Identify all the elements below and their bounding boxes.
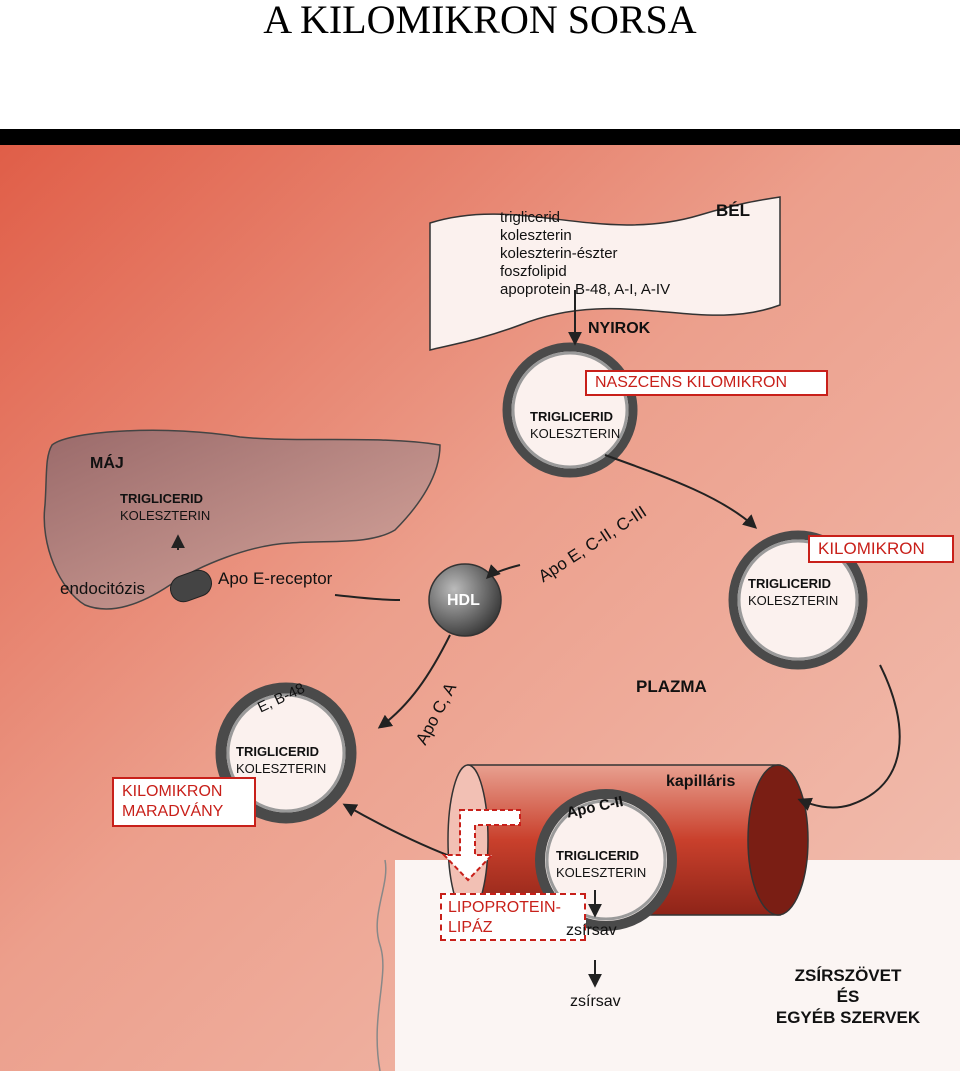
tissues-label: ZSÍRSZÖVET ÉS EGYÉB SZERVEK <box>758 965 938 1028</box>
lipase-label: LIPOPROTEIN- LIPÁZ <box>440 893 586 941</box>
hdl-label: HDL <box>447 592 480 609</box>
remnant-label-line: MARADVÁNY <box>122 803 224 820</box>
capillary-label: kapilláris <box>666 773 736 790</box>
flow-arrows <box>171 290 901 988</box>
nascent-content: TRIGLICERID <box>530 409 614 424</box>
liver-shape <box>43 429 441 610</box>
intestine-component: triglicerid <box>500 209 561 226</box>
liver-content: KOLESZTERIN <box>120 508 211 523</box>
capillary-content: KOLESZTERIN <box>556 865 647 880</box>
page-title: A KILOMIKRON SORSA <box>263 0 697 42</box>
lower-area-edge <box>376 859 387 1071</box>
diagram: BÉL triglicerid koleszterin koleszterin-… <box>0 145 960 1071</box>
nascent-chylomicron-label: NASZCENS KILOMIKRON <box>585 370 828 396</box>
intestine-component: koleszterin <box>500 227 572 244</box>
lymph-label: NYIROK <box>588 320 651 337</box>
tissues-label-line: ÉS <box>836 987 860 1006</box>
receptor-capsule <box>169 569 213 603</box>
remnant-label: KILOMIKRON MARADVÁNY <box>112 777 256 827</box>
lipase-label-line: LIPOPROTEIN- <box>448 899 561 916</box>
capillary-right-end <box>747 764 809 916</box>
remnant-content: KOLESZTERIN <box>236 761 327 776</box>
hdl-sphere <box>428 563 502 637</box>
lipase-label-line: LIPÁZ <box>448 919 493 936</box>
plasma-label: PLAZMA <box>636 677 707 696</box>
receptor-label: Apo E-receptor <box>218 569 333 588</box>
intestine-component: koleszterin-észter <box>500 245 618 262</box>
chylomicron-particle <box>728 530 868 670</box>
endocytosis-label: endocitózis <box>60 579 146 598</box>
intestine-component: apoprotein B-48, A-I, A-IV <box>500 281 671 298</box>
nascent-content: KOLESZTERIN <box>530 426 621 441</box>
intestine-component: foszfolipid <box>500 263 567 280</box>
liver-label: MÁJ <box>90 455 124 472</box>
capillary-content: TRIGLICERID <box>556 848 640 863</box>
tissues-label-line: ZSÍRSZÖVET <box>794 966 902 985</box>
lipase-arrow <box>441 809 521 882</box>
intestine-shape <box>429 196 781 351</box>
chylomicron-content: TRIGLICERID <box>748 576 832 591</box>
chylomicron-content: KOLESZTERIN <box>748 593 839 608</box>
fatty-acid-label: zsírsav <box>570 993 621 1010</box>
tissues-label-line: EGYÉB SZERVEK <box>775 1008 921 1027</box>
chylomicron-label: KILOMIKRON <box>808 535 954 563</box>
intestine-label: BÉL <box>716 201 750 220</box>
liver-content: TRIGLICERID <box>120 491 204 506</box>
remnant-content: TRIGLICERID <box>236 744 320 759</box>
divider <box>0 129 960 145</box>
remnant-label-line: KILOMIKRON <box>122 783 223 800</box>
fatty-acid-label: zsírsav <box>566 922 617 939</box>
